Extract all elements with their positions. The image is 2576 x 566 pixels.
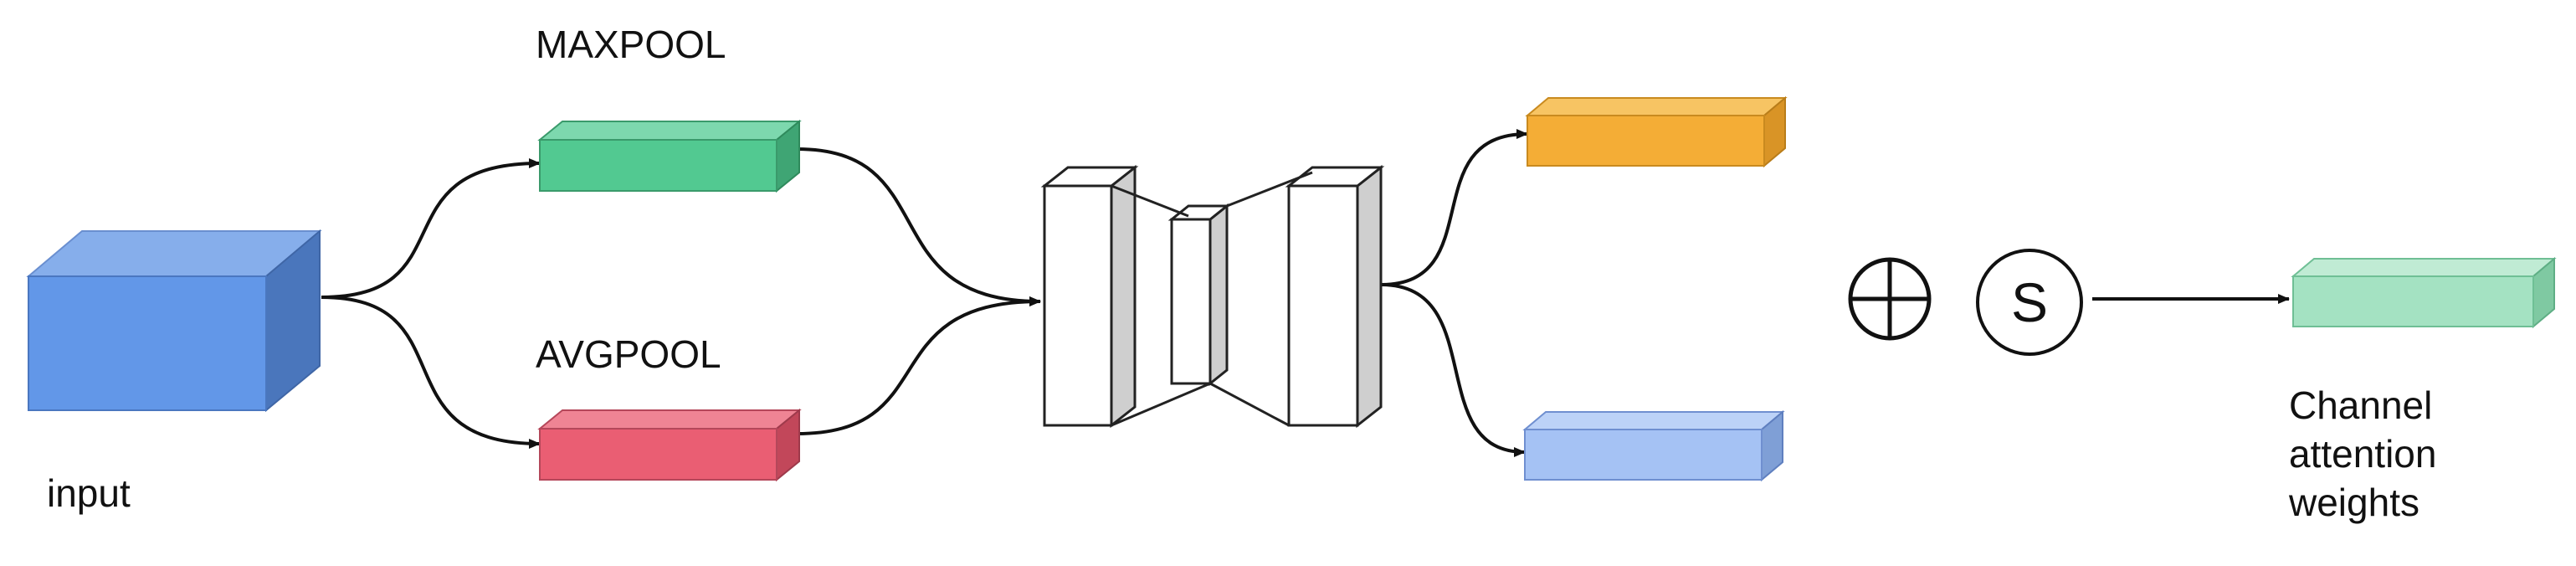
input-tensor bbox=[26, 229, 322, 413]
avgpool-feature bbox=[537, 408, 802, 482]
avgpool-to-mlp-arrow bbox=[796, 296, 1041, 435]
channel-attention-output bbox=[2291, 256, 2557, 329]
add-operator-icon bbox=[1848, 257, 1932, 341]
sigmoid-symbol: S bbox=[2011, 271, 2048, 333]
maxpool-label: MAXPOOL bbox=[536, 23, 726, 66]
maxpool-to-mlp-arrow bbox=[796, 147, 1041, 306]
channel-attention-label: Channel attention weights bbox=[2289, 383, 2437, 524]
max-branch-output bbox=[1525, 95, 1788, 168]
mlp-to-max-output-arrow bbox=[1380, 129, 1528, 286]
input-label: input bbox=[47, 471, 131, 515]
input-to-avgpool-arrow bbox=[321, 296, 541, 449]
sigmoid-operator-icon: S bbox=[1976, 249, 2083, 356]
avg-branch-output bbox=[1522, 409, 1785, 482]
mlp-to-avg-output-arrow bbox=[1380, 283, 1526, 457]
avgpool-label: AVGPOOL bbox=[536, 332, 721, 376]
shared-mlp bbox=[1040, 164, 1385, 429]
input-to-maxpool-arrow bbox=[321, 158, 541, 299]
maxpool-feature bbox=[537, 119, 802, 193]
